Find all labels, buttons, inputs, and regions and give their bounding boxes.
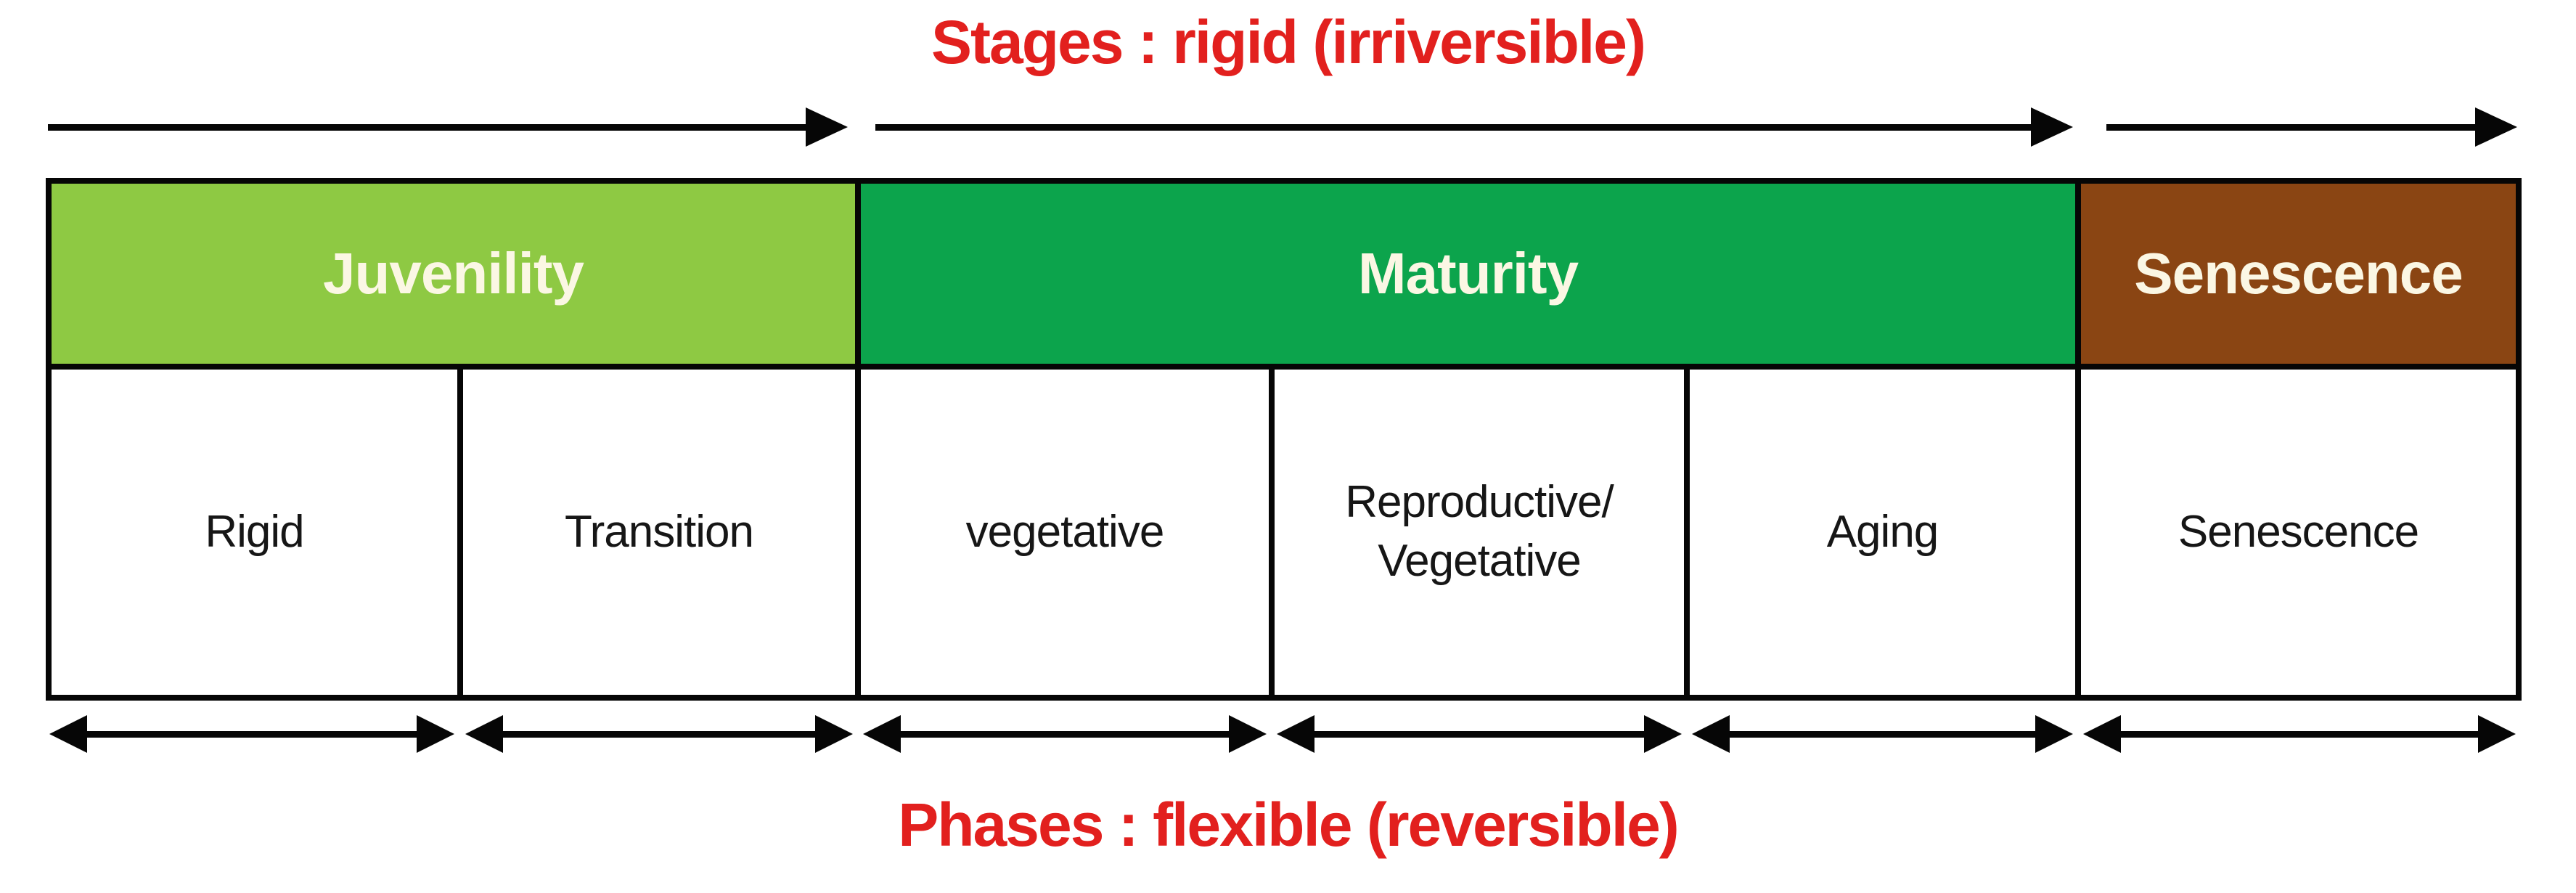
arrow-line (2106, 123, 2475, 131)
phase-cell-reproductive-vegetative: Reproductive/ Vegetative (1275, 370, 1690, 695)
phases-row: Rigid Transition vegetative Reproductive… (52, 370, 2516, 695)
phase-label: Rigid (205, 506, 304, 557)
arrow-head-right-icon (1229, 715, 1267, 753)
phase-cell-aging: Aging (1690, 370, 2081, 695)
arrow-line (1314, 730, 1644, 738)
arrow-head-left-icon (863, 715, 901, 753)
phases-title: Phases : flexible (reversible) (898, 791, 1680, 859)
stage-label: Maturity (1357, 241, 1579, 306)
phase-cell-vegetative: vegetative (861, 370, 1275, 695)
aging-phase-arrow (1692, 714, 2073, 754)
arrow-head-right-icon (2031, 107, 2073, 147)
arrow-head-left-icon (2083, 715, 2121, 753)
arrow-line (875, 123, 2031, 131)
stages-row: Juvenility Maturity Senescence (52, 184, 2516, 370)
rigid-phase-arrow (49, 714, 454, 754)
arrow-head-right-icon (2475, 107, 2517, 147)
transition-phase-arrow (465, 714, 853, 754)
phase-label: vegetative (965, 506, 1165, 557)
stages-title: Stages : rigid (irriversible) (931, 8, 1646, 76)
arrow-head-right-icon (806, 107, 848, 147)
phase-label: Aging (1826, 506, 1939, 557)
phase-cell-senescence: Senescence (2081, 370, 2516, 695)
arrow-line (48, 123, 806, 131)
vegetative-phase-arrow (863, 714, 1267, 754)
arrow-head-left-icon (49, 715, 87, 753)
stage-cell-maturity: Maturity (861, 184, 2081, 364)
arrow-head-right-icon (2478, 715, 2516, 753)
maturity-stage-arrow (875, 107, 2073, 147)
phase-label: Senescence (2178, 506, 2419, 557)
phase-label: Transition (565, 506, 754, 557)
phase-label: Reproductive/ (1345, 477, 1614, 528)
reproductive-vegetative-phase-arrow (1277, 714, 1682, 754)
arrow-line (1730, 730, 2035, 738)
arrow-head-right-icon (417, 715, 454, 753)
stage-cell-juvenility: Juvenility (52, 184, 861, 364)
arrow-line (503, 730, 815, 738)
arrow-head-left-icon (465, 715, 503, 753)
arrow-head-right-icon (1644, 715, 1682, 753)
phase-cell-transition: Transition (463, 370, 861, 695)
arrow-head-right-icon (815, 715, 853, 753)
phase-label-line2: Vegetative (1378, 536, 1582, 586)
arrow-head-left-icon (1692, 715, 1730, 753)
senescence-phase-arrow (2083, 714, 2516, 754)
lifecycle-table: Juvenility Maturity Senescence Rigid Tra… (46, 178, 2522, 701)
arrow-line (87, 730, 417, 738)
stage-label: Senescence (2134, 241, 2463, 306)
arrow-head-left-icon (1277, 715, 1314, 753)
stage-cell-senescence: Senescence (2081, 184, 2516, 364)
phase-cell-rigid: Rigid (52, 370, 463, 695)
arrow-line (901, 730, 1229, 738)
arrow-head-right-icon (2035, 715, 2073, 753)
juvenility-stage-arrow (48, 107, 848, 147)
arrow-line (2121, 730, 2478, 738)
stage-label: Juvenility (322, 241, 584, 306)
senescence-stage-arrow (2106, 107, 2517, 147)
